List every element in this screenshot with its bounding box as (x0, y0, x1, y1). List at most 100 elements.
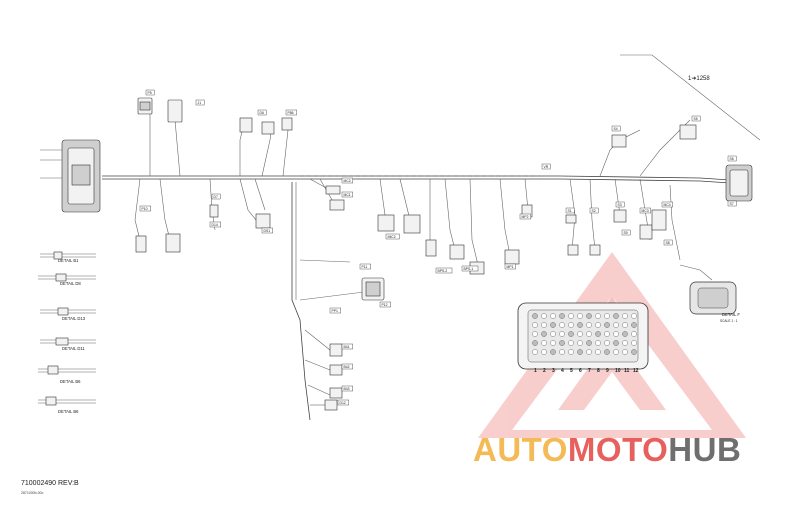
connector-tag: S1 (565, 207, 575, 214)
connector-tag: MC4 (661, 201, 674, 208)
ecu-pin (541, 340, 547, 346)
ecu-pin-number: 11 (624, 368, 630, 374)
connector-tag: P5 (145, 89, 155, 96)
svg-text:VR: VR (544, 165, 549, 169)
connector-tag: B42 (341, 363, 354, 370)
ecu-pin (613, 322, 619, 328)
connector-tag: S9 (621, 229, 631, 236)
detail-label-3: DETAIL D13 (62, 316, 86, 321)
connector-tag: P10 (139, 205, 152, 212)
ecu-pin (559, 340, 565, 346)
callout-ref: 1➜1258 (688, 76, 710, 82)
upper-left-connectors (137, 97, 293, 135)
lower-column-connectors (324, 343, 343, 411)
svg-text:P10: P10 (142, 207, 148, 211)
ecu-pin (622, 313, 628, 319)
svg-text:S3: S3 (618, 203, 622, 207)
svg-text:S1: S1 (568, 209, 572, 213)
ecu-pin (568, 331, 574, 337)
svg-text:MC4: MC4 (664, 203, 671, 207)
svg-text:MP1: MP1 (507, 265, 514, 269)
svg-text:B41: B41 (344, 345, 350, 349)
ecu-pin (613, 313, 619, 319)
ecu-pin (550, 340, 556, 346)
drawing-sheet-code: 2871000b-00c (21, 491, 44, 495)
connector-tag: D12 (337, 399, 350, 406)
ecu-pin (631, 322, 637, 328)
connector-tag: S5 (691, 115, 701, 122)
detail-f-connector (679, 264, 737, 315)
ecu-pin (631, 340, 637, 346)
svg-text:PP1: PP1 (332, 309, 339, 313)
detail-f-scale: SCALE 1 : 1 (720, 319, 738, 323)
svg-text:S8: S8 (666, 241, 670, 245)
svg-text:S7: S7 (730, 202, 734, 206)
ecu-pin (577, 313, 583, 319)
ecu-pin (568, 322, 574, 328)
middle-connectors (135, 124, 697, 301)
ecu-pin (532, 349, 538, 355)
svg-text:S5: S5 (694, 117, 698, 121)
svg-text:BPS-1: BPS-1 (464, 267, 474, 271)
ecu-pin (595, 340, 601, 346)
ecu-pin (577, 349, 583, 355)
connector-tag: D6 (257, 109, 267, 116)
ecu-pin-number: 8 (597, 368, 600, 374)
svg-text:S9: S9 (624, 231, 628, 235)
ecu-pin-number: 1 (534, 368, 537, 374)
ecu-pin (613, 331, 619, 337)
ecu-pin (550, 349, 556, 355)
ecu-pin (604, 340, 610, 346)
ecu-pin (631, 349, 637, 355)
connector-tag: S4 (611, 125, 621, 132)
ecu-pin (595, 313, 601, 319)
ecu-pin (559, 322, 565, 328)
ecu-pin (604, 349, 610, 355)
connector-tag: PP1 (329, 307, 342, 314)
ecu-pin (586, 349, 592, 355)
ecu-pin-number: 10 (615, 368, 621, 374)
ecu-pin (613, 349, 619, 355)
ecu-pin (586, 313, 592, 319)
left-connector-block (40, 139, 101, 213)
svg-text:P12: P12 (382, 303, 388, 307)
ecu-pin (595, 322, 601, 328)
detail-label-2: DETAIL D8 (60, 281, 81, 286)
ecu-pin (541, 349, 547, 355)
ecu-pin (577, 340, 583, 346)
connector-tag: B41 (341, 343, 354, 350)
svg-text:S4: S4 (614, 127, 618, 131)
connector-tag: S6 (727, 155, 737, 162)
ecu-pin (622, 349, 628, 355)
ecu-pin (550, 331, 556, 337)
ecu-pin (568, 349, 574, 355)
watermark-part-moto: MOTO (567, 431, 669, 468)
ecu-pin-number: 5 (570, 368, 573, 374)
ecu-pinout (517, 302, 649, 370)
connector-tag: MP1 (504, 263, 517, 270)
svg-text:J1: J1 (198, 101, 202, 105)
ecu-pin (595, 331, 601, 337)
connector-tag: MP2 (519, 213, 532, 220)
harness-trunk (102, 54, 761, 421)
connector-tag: IMC2 (385, 233, 400, 240)
svg-text:D12: D12 (340, 401, 346, 405)
svg-text:P5: P5 (148, 91, 152, 95)
connector-tag: P86 (285, 109, 298, 116)
ecu-pin-number: 9 (606, 368, 609, 374)
ecu-pin (559, 331, 565, 337)
svg-text:B42: B42 (344, 365, 350, 369)
ecu-pin (532, 331, 538, 337)
ecu-pin (586, 331, 592, 337)
ecu-pin-number: 7 (588, 368, 591, 374)
connector-tag: D7 (211, 193, 221, 200)
detail-label-1: DETAIL B1 (58, 258, 79, 263)
svg-text:IMC2: IMC2 (388, 235, 396, 239)
ecu-pin (613, 340, 619, 346)
svg-text:MC2: MC2 (344, 179, 351, 183)
connector-tag: S3 (615, 201, 625, 208)
connector-tag: P12 (379, 301, 392, 308)
ecu-pin (622, 322, 628, 328)
ecu-pin (577, 331, 583, 337)
svg-text:D14: D14 (212, 223, 218, 227)
